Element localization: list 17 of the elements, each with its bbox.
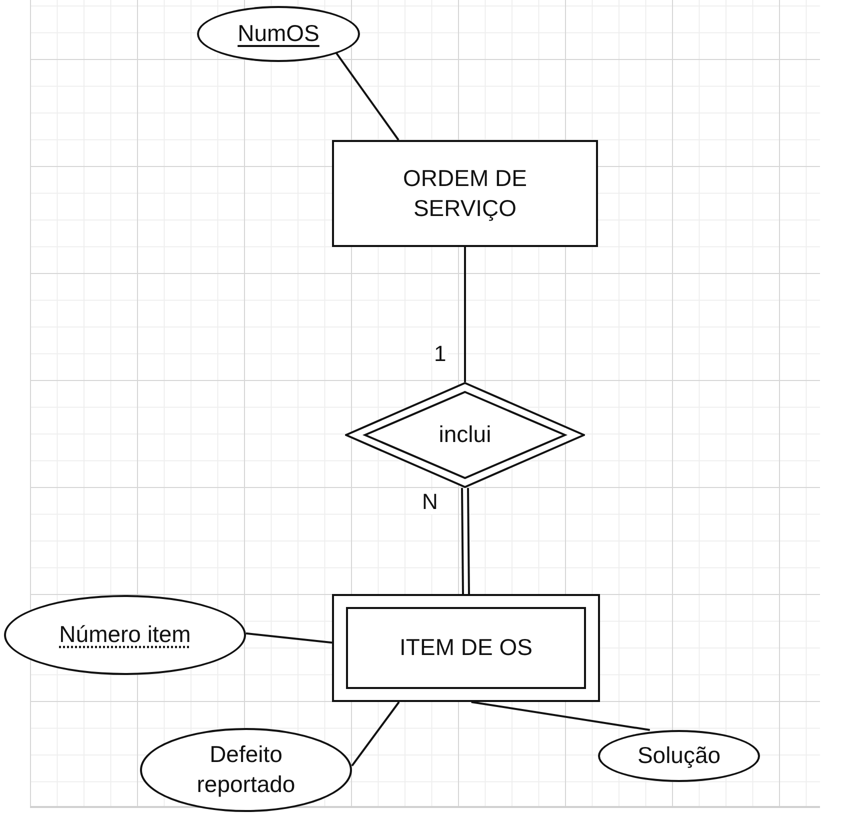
attribute-name: Defeito reportado	[196, 740, 296, 799]
cardinality-label: 1	[432, 342, 448, 366]
connector-line	[334, 51, 400, 141]
connector-line	[464, 247, 466, 382]
connector-line	[246, 632, 332, 644]
attribute-name: Solução	[636, 741, 722, 770]
connector-line	[471, 701, 650, 731]
connector-line	[351, 701, 400, 766]
entity-box	[332, 140, 598, 247]
cardinality-label: N	[420, 490, 440, 514]
entity-name: ORDEM DE SERVIÇO	[402, 164, 528, 223]
attribute-name: Número item	[58, 620, 192, 650]
attribute-name: NumOS	[236, 19, 320, 48]
weak-entity-box	[332, 594, 600, 702]
entity-name: ITEM DE OS	[398, 633, 534, 662]
relationship-name: inclui	[438, 420, 492, 450]
relationship-diamond	[345, 382, 585, 488]
